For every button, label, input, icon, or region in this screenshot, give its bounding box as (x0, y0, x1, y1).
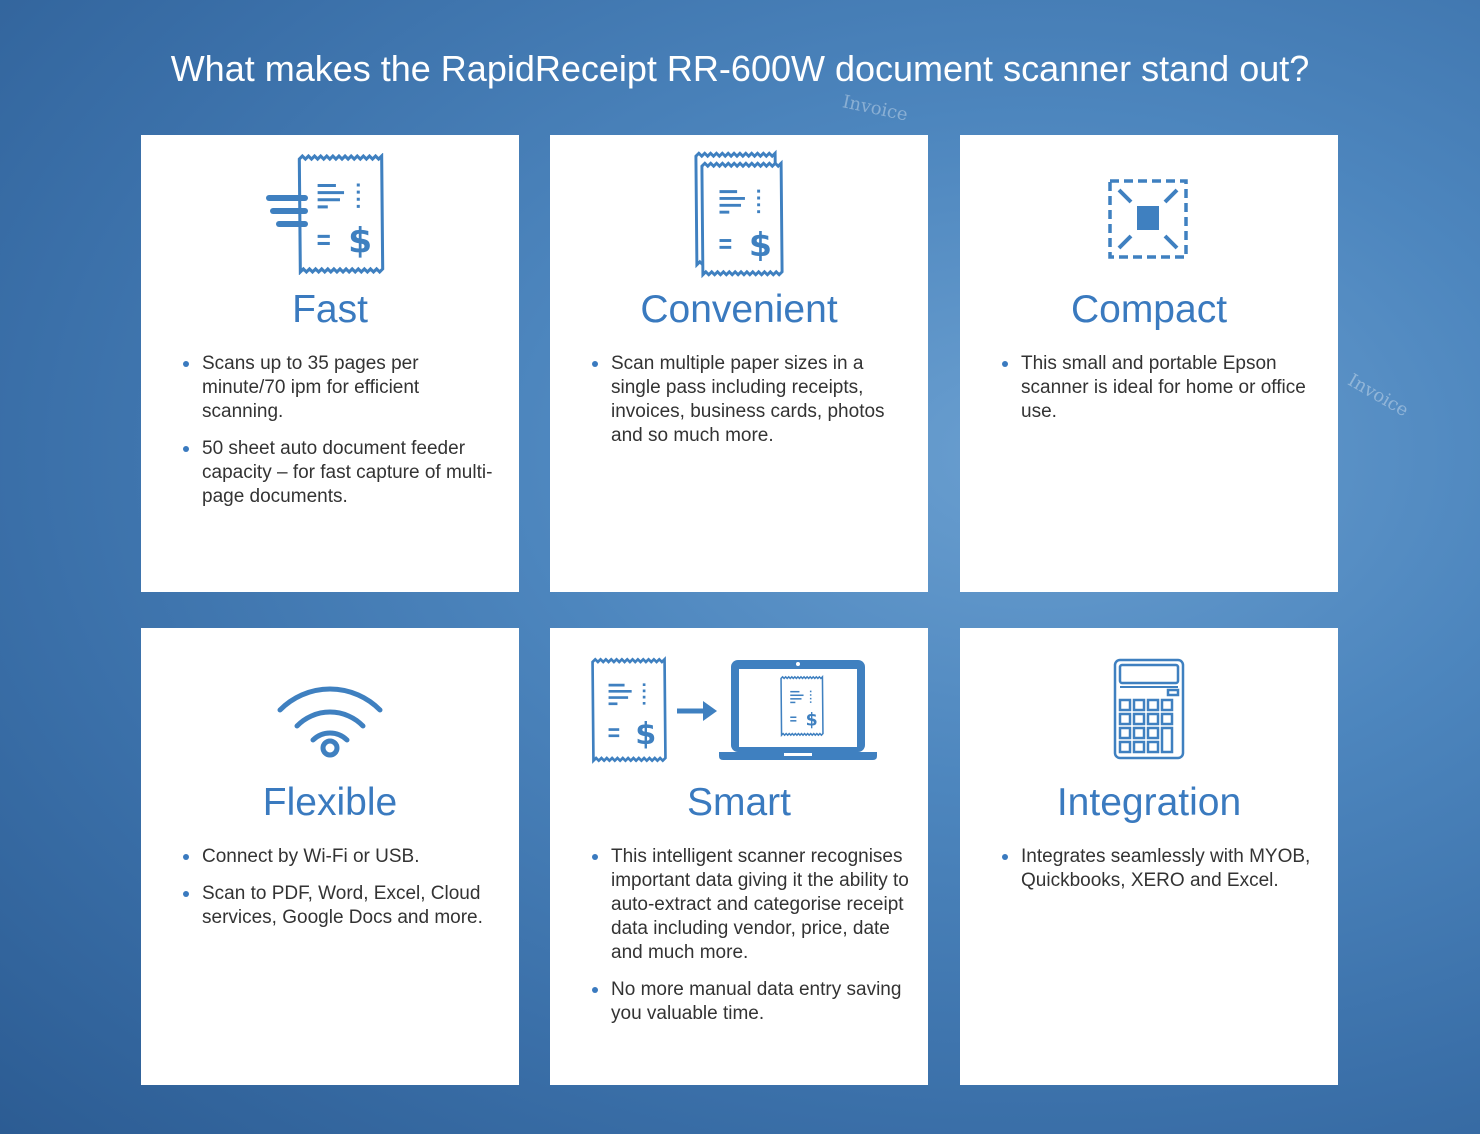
bullet-list: This small and portable Epson scanner is… (1001, 352, 1324, 437)
feature-card-convenient: Convenient Scan multiple paper sizes in … (550, 135, 928, 592)
feature-card-fast: Fast Scans up to 35 pages per minute/70 … (141, 135, 519, 592)
card-title: Flexible (262, 781, 398, 824)
bullet-item: Scans up to 35 pages per minute/70 ipm f… (183, 352, 505, 424)
compress-icon (960, 135, 1338, 285)
background-invoice-text: Invoice (840, 91, 910, 126)
wifi-icon (141, 628, 519, 778)
bullet-item: No more manual data entry saving you val… (592, 978, 914, 1026)
card-title: Convenient (640, 288, 838, 331)
stacked-receipts-icon (550, 135, 928, 285)
receipt-to-laptop-icon (550, 628, 928, 778)
background-invoice-text: Invoice (1344, 369, 1413, 422)
card-title: Smart (686, 781, 791, 824)
bullet-item: Connect by Wi-Fi or USB. (183, 845, 505, 869)
bullet-item: Scan multiple paper sizes in a single pa… (592, 352, 914, 448)
bullet-list: Connect by Wi-Fi or USB. Scan to PDF, Wo… (182, 845, 505, 943)
feature-card-integration: Integration Integrates seamlessly with M… (960, 628, 1338, 1085)
bullet-item: This intelligent scanner recognises impo… (592, 845, 914, 965)
page-title: What makes the RapidReceipt RR-600W docu… (170, 48, 1310, 89)
fast-receipt-icon (141, 135, 519, 285)
feature-card-smart: Smart This intelligent scanner recognise… (550, 628, 928, 1085)
bullet-list: Scan multiple paper sizes in a single pa… (591, 352, 914, 461)
calculator-icon (960, 628, 1338, 778)
bullet-item: 50 sheet auto document feeder capacity –… (183, 437, 505, 509)
bullet-item: This small and portable Epson scanner is… (1002, 352, 1324, 424)
feature-card-flexible: Flexible Connect by Wi-Fi or USB. Scan t… (141, 628, 519, 1085)
bullet-list: Integrates seamlessly with MYOB, Quickbo… (1001, 845, 1324, 906)
card-title: Integration (1056, 781, 1242, 824)
feature-card-compact: Compact This small and portable Epson sc… (960, 135, 1338, 592)
bullet-item: Scan to PDF, Word, Excel, Cloud services… (183, 882, 505, 930)
bullet-item: Integrates seamlessly with MYOB, Quickbo… (1002, 845, 1324, 893)
card-title: Fast (292, 288, 368, 331)
bullet-list: This intelligent scanner recognises impo… (591, 845, 914, 1039)
bullet-list: Scans up to 35 pages per minute/70 ipm f… (182, 352, 505, 522)
card-title: Compact (1070, 288, 1228, 331)
